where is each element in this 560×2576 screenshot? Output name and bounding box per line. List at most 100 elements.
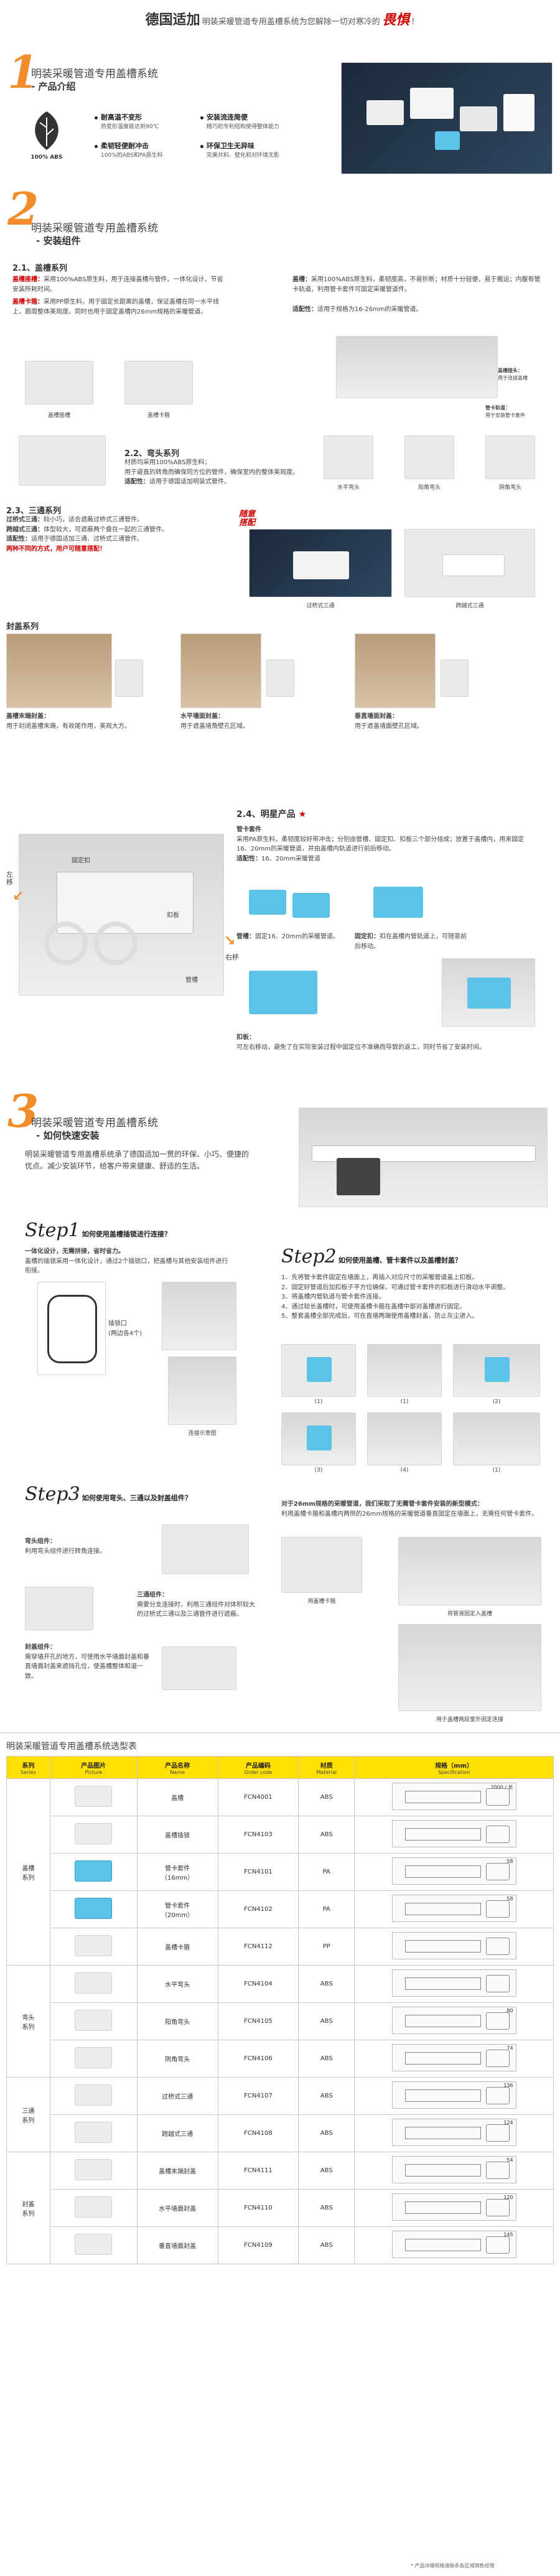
- end-cover-part: [115, 660, 143, 697]
- step-3-tee-text: 三通组件：需要分支连接时，利用三通组件对体积较大的过桥式三通以及三通管件进行遮蔽…: [137, 1592, 255, 1618]
- section-2-subtitle: - 安装组件: [36, 235, 81, 246]
- caption-horizontal-cover: 水平墙面封盖：用于遮盖墙角壁孔区域。: [180, 713, 249, 730]
- spec-drawing: [391, 1969, 516, 1997]
- code-cell: FCN4103: [217, 1816, 299, 1854]
- lock-coupler-drawing: [37, 1282, 106, 1375]
- connection-diagram-1: [162, 1282, 236, 1350]
- material-cell: PA: [298, 1853, 355, 1891]
- product-thumbnail: [75, 2196, 113, 2218]
- label-track: 管卡轨道：用于安装管卡套件: [485, 405, 525, 419]
- name-cell: 盖槽末端封盖: [136, 2152, 218, 2190]
- caption-horizontal-elbow: 水平弯头: [337, 485, 360, 491]
- caption-step2-4: (3): [314, 1467, 323, 1473]
- caption-connection: 连接示意图: [188, 1430, 217, 1437]
- material-cell: PA: [298, 1890, 355, 1928]
- vertical-wall-cover-image: [355, 633, 436, 708]
- inner-corner-image: [485, 436, 535, 479]
- heading-2-2: 2.2、弯头系列: [124, 449, 180, 459]
- horizontal-cover-part: [266, 660, 294, 697]
- spec-cell: 124: [354, 2114, 554, 2152]
- para-2-4: 管卡套件 采用PA原生料，柔韧度较好带冲击；分别由管槽、固定扣、扣板三个部分组成…: [236, 826, 525, 862]
- feature-item: 耐高温不变形热变形温度能达到90℃: [95, 112, 194, 130]
- spec-drawing: 136: [391, 2081, 516, 2109]
- abs-leaf-logo: 100% ABS: [25, 109, 68, 165]
- label-joint: 盖槽接头：用于连接盖槽: [498, 368, 528, 381]
- spec-cell: [354, 1816, 554, 1854]
- step-3-right-text: 对于26mm规格的采暖管道，我们采取了无需管卡套件安装的新型模式：利用盖槽卡箍和…: [281, 1501, 538, 1518]
- pipe-slot-image: [236, 877, 342, 927]
- name-cell: 阴角弯头: [136, 2040, 218, 2078]
- heading-2-4: 2.4、明星产品 ★: [236, 810, 307, 819]
- elbow-set-image: [19, 436, 106, 485]
- caption-step2-3: (2): [492, 1399, 501, 1405]
- step-1-heading: Step1 如何使用盖槽插锁进行连接？: [25, 1220, 171, 1241]
- caption-clamp: 盖槽卡箍: [147, 413, 170, 419]
- spec-cell: 120: [354, 2189, 554, 2227]
- caption-clamp-3: 用于盖槽两段室外固定连接: [436, 1717, 503, 1723]
- label-move-left: 左移: [6, 870, 13, 887]
- code-cell: FCN4104: [217, 1965, 299, 2003]
- para-mount-plate: 扣板：可左右移动，避免了在实际安装过程中固定位不准确而导致的返工，同时节省了安装…: [236, 1034, 485, 1051]
- spec-cell: 2000 / 长: [354, 1778, 554, 1816]
- step-2-photo-3: [453, 1344, 540, 1397]
- spec-drawing: [391, 1932, 516, 1959]
- horizontal-wall-cover-image: [180, 633, 261, 708]
- table-footnote: * 产品详细规格请联系各区域销售经理: [411, 2563, 495, 2569]
- picture-cell: [49, 2189, 138, 2227]
- spec-drawing: 2000 / 长: [391, 1783, 516, 1810]
- caption-bridge-tee: 过桥式三通: [306, 603, 335, 609]
- name-cell: 过桥式三通: [136, 2077, 218, 2115]
- code-cell: FCN4109: [217, 2226, 299, 2264]
- picture-cell: [49, 2152, 138, 2190]
- step-2-photo-2: [367, 1344, 442, 1397]
- caption-clamp-1: 用盖槽卡箍: [307, 1598, 336, 1605]
- spec-cell: 136: [354, 2077, 554, 2115]
- product-family-photo: [341, 62, 553, 174]
- horizontal-elbow-image: [324, 436, 373, 479]
- para-2-3: 过桥式三通：较小巧，适合遮蔽过桥式三通管件。 跨越式三通：体型较大，可遮蔽两个叠…: [6, 516, 168, 553]
- caption-end-cover: 盖槽末端封盖：用于封闭盖槽末端，有收尾作用，美观大方。: [6, 713, 131, 730]
- caption-fix-clip: 固定扣：扣在盖槽内管轨道上，可随意前后移动。: [355, 933, 467, 950]
- code-cell: FCN4112: [217, 1928, 299, 1966]
- spec-cell: 54: [354, 2152, 554, 2190]
- clip-assembly-image: [236, 958, 330, 1027]
- material-cell: ABS: [298, 1965, 355, 2003]
- caption-pipe-slot: 管槽：固定16、20mm的采暖管道。: [236, 933, 339, 940]
- name-cell: 跨越式三通: [136, 2114, 218, 2152]
- pipe-clip-exploded-diagram: [19, 834, 224, 996]
- picture-cell: [49, 2226, 138, 2264]
- bullet-icon: [200, 116, 203, 119]
- name-cell: 盖槽插锁: [136, 1816, 218, 1854]
- step-3-cover-text: 封盖组件：需穿墙开孔的地方，可使用水平墙面封盖和垂直墙面封盖来遮挡孔位，使盖槽整…: [25, 1644, 149, 1680]
- mix-match-badge: 随意搭配: [239, 510, 256, 528]
- heading-covers: 封盖系列: [6, 622, 39, 632]
- material-cell: ABS: [298, 2002, 355, 2040]
- step-2-photo-5: [367, 1412, 442, 1465]
- product-thumbnail: [75, 2010, 113, 2031]
- cover-assembly-image: [162, 1646, 236, 1690]
- tee-assembly-image: [25, 1587, 93, 1630]
- brand-name: 德国适加: [145, 12, 200, 28]
- caption-vertical-cover: 垂直墙面封盖：用于遮盖墙面壁孔区域。: [355, 713, 423, 730]
- caption-outer-corner: 阳角弯头: [418, 485, 441, 491]
- heading-2-1: 2.1、盖槽系列: [12, 264, 68, 273]
- material-cell: ABS: [298, 2152, 355, 2190]
- material-cell: ABS: [298, 1778, 355, 1816]
- arrow-left-icon: ↙: [12, 889, 24, 904]
- bullet-icon: [200, 144, 203, 148]
- code-cell: FCN4110: [217, 2189, 299, 2227]
- series-cell: 盖槽 系列: [6, 1778, 50, 1966]
- clip-installed-photo: [442, 958, 535, 1027]
- name-cell: 阳角弯头: [136, 2002, 218, 2040]
